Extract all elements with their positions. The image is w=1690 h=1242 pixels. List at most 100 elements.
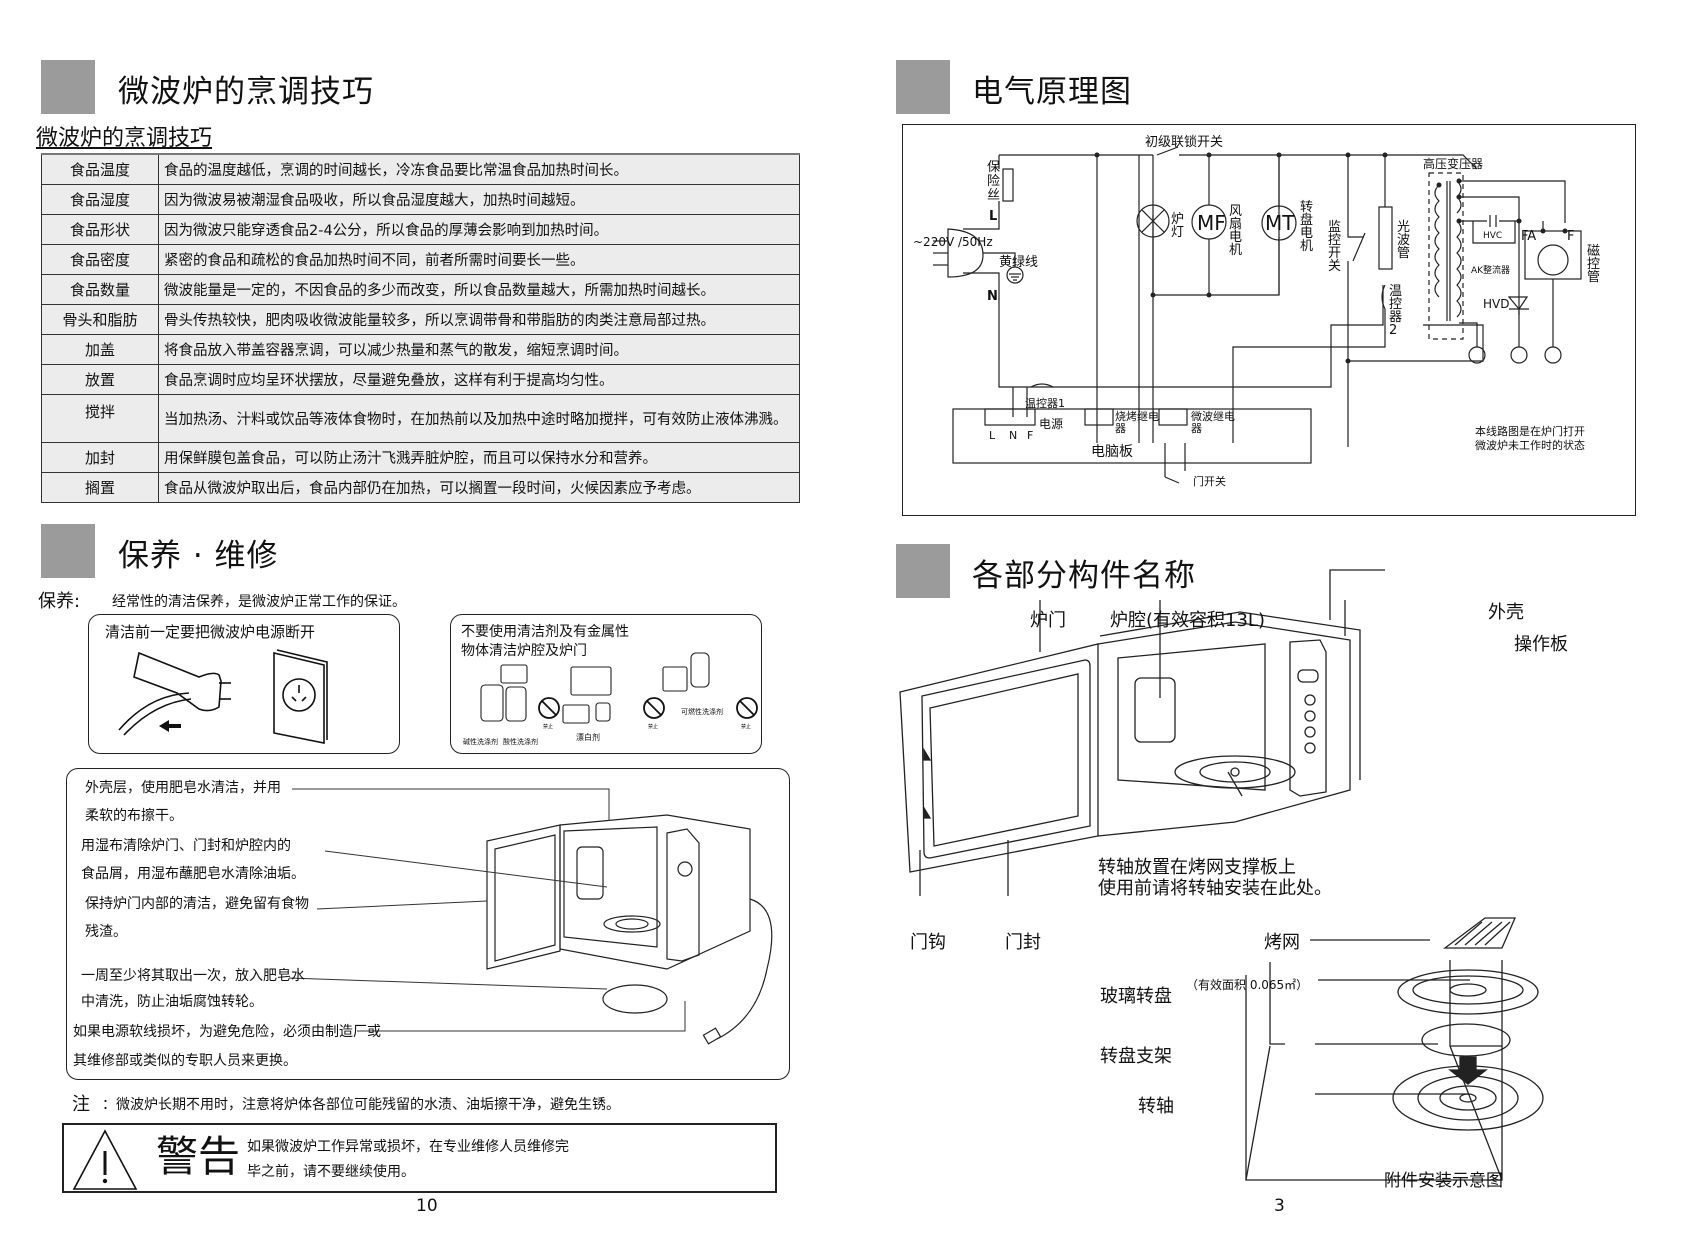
label-thermostat1: 温控器1 [1025, 397, 1065, 410]
ground-icon [1468, 346, 1486, 364]
label-rectifier: AK整流器 [1471, 266, 1511, 276]
glass-tray-icon [1397, 969, 1539, 1015]
tips-key: 骨头和脂肪 [41, 303, 159, 335]
fan-motor-icon [1191, 204, 1227, 240]
callout-door-1: 用湿布清除炉门、门封和炉腔内的 [81, 838, 291, 854]
label-terminal-L: L [989, 429, 996, 442]
label-terminal-F: F [1027, 429, 1034, 442]
callout-casing-1: 外壳层，使用肥皂水清洁，并用 [85, 780, 281, 796]
section-title-schematic: 电气原理图 [972, 74, 1132, 110]
control-panel-icon [666, 828, 700, 962]
unplug-title: 清洁前一定要把微波炉电源断开 [105, 623, 316, 641]
label-roller-ring: 转盘支架 [1100, 1046, 1172, 1067]
cooking-tips-table: 食品温度食品的温度越低，烹调的时间越长，冷冻食品要比常温食品加热时间长。食品湿度… [41, 153, 800, 503]
caption-acid: 酸性洗涤剂 [503, 738, 538, 746]
tips-row: 食品形状 因为微波只能穿透食品2-4公分，所以食品的厚薄会影响到加热时间。 [41, 213, 800, 245]
tips-key: 加盖 [41, 333, 159, 365]
grill-rack-icon [1443, 917, 1516, 949]
arrow-left-icon [159, 720, 181, 732]
label-shaft: 转轴 [1138, 1096, 1174, 1117]
label-mf: MF [1197, 211, 1226, 235]
label-hvd: HVD [1483, 297, 1510, 311]
microwave-door-icon [486, 824, 561, 970]
control-panel-icon [1289, 639, 1327, 797]
maintenance-label: 保养: [38, 591, 81, 612]
section-title-cooking: 微波炉的烹调技巧 [118, 74, 374, 110]
callout-casing-2: 柔软的布擦干。 [85, 808, 183, 824]
power-cord-icon [716, 898, 773, 1040]
fuse-icon [1002, 168, 1014, 202]
warning-title: 警告 [156, 1132, 241, 1181]
prohibited-icons [538, 697, 758, 719]
circuit-diagram [933, 146, 1582, 484]
tips-row: 食品湿度 因为微波易被潮湿食品吸收，所以食品湿度越大，加热时间越短。 [41, 183, 800, 215]
label-door-hook: 门钩 [910, 932, 946, 953]
tips-value: 紧密的食品和疏松的食品加热时间不同，前者所需时间要长一些。 [158, 243, 800, 275]
label-door: 炉门 [1030, 610, 1066, 631]
tips-row: 食品数量微波能量是一定的，不因食品的多少而改变，所以食品数量越大，所需加热时间越… [41, 273, 800, 305]
tips-row: 搅拌当加热汤、汁料或饮品等液体食物时，在加热前以及加热中途时略加搅拌，可有效防止… [41, 393, 800, 443]
tips-value: 因为微波只能穿透食品2-4公分，所以食品的厚薄会影响到加热时间。 [158, 213, 800, 245]
forbid-label: 禁止 [741, 724, 752, 730]
hv-diode-icon [1507, 296, 1529, 311]
callout-cord-1: 如果电源软线损坏，为避免危险，必须由制造厂或 [73, 1024, 381, 1040]
callout-ring-2: 中清洗，防止油垢腐蚀转轮。 [81, 994, 263, 1010]
unplug-panel: 清洁前一定要把微波炉电源断开 [88, 614, 400, 754]
callout-cord-2: 其维修部或类似的专职人员来更换。 [73, 1053, 297, 1069]
oven-lamp-icon [1136, 204, 1170, 238]
tips-key: 搁置 [41, 471, 159, 503]
tips-row: 放置食品烹调时应均呈环状摆放，尽量避免叠放，这样有利于提高均匀性。 [41, 363, 800, 395]
bottle-icon [505, 686, 527, 722]
section-marker [896, 60, 950, 114]
accessory-caption: 附件安装示意图 [1384, 1171, 1503, 1191]
power-plug-icon [947, 228, 984, 278]
label-cavity: 炉腔(有效容积13L) [1110, 610, 1265, 631]
tips-value: 食品的温度越低，烹调的时间越长，冷冻食品要比常温食品加热时间长。 [158, 153, 800, 185]
tips-key: 食品形状 [41, 213, 159, 245]
unplug-illustration [118, 649, 328, 744]
section-title-maintenance: 保养 · 维修 [118, 538, 279, 574]
ground-icon [1544, 346, 1562, 364]
shaft-note-1: 转轴放置在烤网支撑板上 [1098, 857, 1296, 878]
schematic-note-1: 本线路图是在炉门打开 [1475, 425, 1585, 438]
tips-key: 搅拌 [41, 393, 159, 443]
maintenance-intro: 经常性的清洁保养，是微波炉正常工作的保证。 [112, 594, 406, 610]
callout-door-2: 食品屑，用湿布蘸肥皂水清除油垢。 [81, 866, 305, 882]
label-mt: MT [1265, 211, 1295, 235]
tips-key: 食品数量 [41, 273, 159, 305]
callout-inner-1: 保持炉门内部的清洁，避免留有食物 [85, 896, 309, 912]
cleaning-callouts-panel: 外壳层，使用肥皂水清洁，并用 柔软的布擦干。 用湿布清除炉门、门封和炉腔内的 食… [66, 768, 790, 1080]
roller-ring-icon [1421, 1023, 1511, 1057]
ground-icon [1006, 266, 1024, 284]
label-magnetron: 磁控管 [1587, 244, 1601, 285]
door-icon [899, 643, 1099, 873]
down-arrow-icon [1448, 1056, 1488, 1085]
label-hvc: HVC [1483, 231, 1503, 241]
tips-row: 骨头和脂肪骨头传热较快，肥肉吸收微波能量较多，所以烹调带骨和带脂肪的肉类注意局部… [41, 303, 800, 335]
warning-line-1: 如果微波炉工作异常或损坏，在专业维修人员维修完 [247, 1139, 569, 1155]
tips-row: 食品温度食品的温度越低，烹调的时间越长，冷冻食品要比常温食品加热时间长。 [41, 153, 800, 185]
warning-box: 警告 如果微波炉工作异常或损坏，在专业维修人员维修完 毕之前，请不要继续使用。 [62, 1123, 777, 1193]
label-control-panel: 操作板 [1514, 634, 1568, 655]
warning-triangle-icon [72, 1129, 138, 1190]
label-supply: ~220V /50Hz [913, 235, 993, 249]
label-N: N [987, 289, 998, 304]
label-fa: FA [1521, 229, 1537, 244]
callout-ring-1: 一周至少将其取出一次，放入肥皂水 [81, 968, 305, 984]
shaft-note-2: 使用前请将转轴安装在此处。 [1098, 878, 1332, 899]
microwave-body-icon [1097, 621, 1351, 837]
tips-row: 食品密度紧密的食品和疏松的食品加热时间不同，前者所需时间要长一些。 [41, 243, 800, 275]
tips-key: 食品温度 [41, 153, 159, 185]
label-primary-interlock: 初级联锁开关 [1145, 135, 1224, 150]
prohibited-icon [736, 697, 758, 719]
caption-bleach: 漂白剂 [576, 733, 600, 742]
tips-value: 当加热汤、汁料或饮品等液体食物时，在加热前以及加热中途时略加搅拌，可有效防止液体… [158, 393, 800, 443]
oven-icon [570, 666, 612, 696]
schematic-note-2: 微波炉未工作时的状态 [1475, 439, 1585, 452]
label-thermostat2: 温控器2 [1389, 284, 1403, 338]
hv-transformer-icon [1428, 172, 1464, 340]
no-cleaners-title-1: 不要使用清洁剂及有金属性 [461, 624, 629, 640]
caption-alkaline: 碱性洗涤剂 [463, 738, 498, 746]
label-power: 电源 [1039, 417, 1064, 431]
roller-ring-icon [602, 984, 668, 1014]
